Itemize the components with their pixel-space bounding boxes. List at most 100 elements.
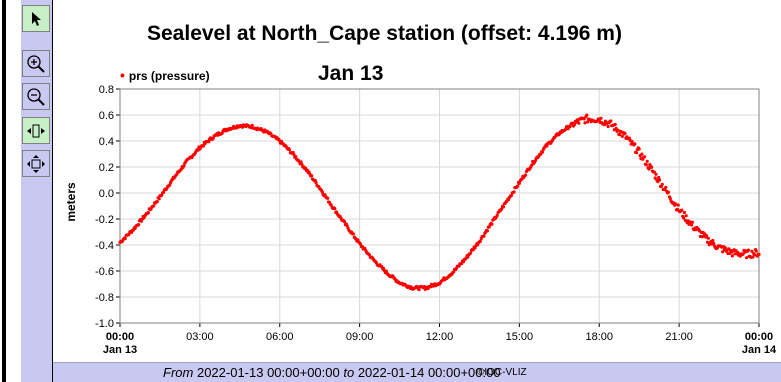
x-tick-label: 00:00 [106,331,134,343]
data-point [287,148,292,152]
data-point [644,163,648,167]
data-point [637,147,641,151]
data-point [680,208,684,212]
data-point [645,159,649,163]
data-point [294,155,298,159]
data-point [146,211,150,215]
data-point [516,184,520,188]
data-point [501,205,505,209]
data-point [751,255,755,259]
data-point [342,220,347,224]
data-point [750,249,754,253]
data-point [642,155,647,159]
data-point [689,223,694,227]
chart-toolbar [21,0,53,382]
data-point [292,152,296,157]
chart-title: Sealevel at North_Cape station (offset: … [147,22,622,45]
data-point [658,178,662,182]
data-point [563,127,568,132]
data-point [652,170,656,174]
x-tick-label: 18:00 [585,331,613,343]
data-point [545,144,549,148]
data-point [754,249,758,253]
to-value: 2022-01-14 00:00+00:00 [357,365,501,380]
data-point [585,113,589,117]
data-point [507,197,511,202]
data-point [627,136,632,140]
data-point [161,190,166,194]
to-word: to [343,365,355,380]
data-point [657,175,661,180]
data-point [620,134,624,138]
data-point [250,123,254,127]
data-point [746,248,751,252]
data-point [201,144,205,148]
data-point [182,164,186,168]
data-point [524,173,528,177]
y-tick-label: 0.0 [99,188,114,200]
data-point [345,224,349,228]
data-point [623,131,627,135]
x-tick-label: 03:00 [186,331,214,343]
y-tick-label: 0.6 [99,110,114,122]
chart-legend: •prs (pressure) [120,67,210,83]
data-point [572,123,577,127]
data-point [721,250,725,254]
data-point [586,120,590,124]
data-point [705,234,709,238]
plot-frame [119,88,760,324]
data-point [329,203,333,207]
data-point [351,232,355,236]
y-tick-label: -0.8 [95,292,114,304]
x-tick-label: 21:00 [665,331,693,343]
from-value: 2022-01-13 00:00+00:00 [196,365,340,380]
data-point [512,190,516,194]
frame-border [2,0,6,382]
pan-horizontal-button[interactable] [22,117,50,144]
pan-all-button[interactable] [22,150,50,177]
x-tick-label: 00:00 [745,331,773,343]
credit-text: ©IOC-VLIZ [477,367,527,378]
data-point [469,251,473,255]
time-range-text: From 2022-01-13 00:00+00:00 to 2022-01-1… [163,365,501,380]
data-point [310,174,314,178]
data-point [577,121,581,125]
data-point [509,194,513,198]
pointer-tool-button[interactable] [22,5,50,32]
window-left-frame [0,0,15,382]
data-point [609,119,613,123]
tick-labels: 0.80.60.40.20.0-0.2-0.4-0.6-0.8-1.000:00… [95,84,777,356]
data-point [599,116,603,120]
data-point [682,216,686,220]
data-point [683,218,687,222]
data-point [155,200,159,204]
data-point [606,124,610,129]
y-tick-label: -0.6 [95,266,114,278]
data-point [300,162,304,166]
data-point [452,270,456,274]
axes [116,88,760,327]
data-point [583,121,587,125]
time-range-footer: From 2022-01-13 00:00+00:00 to 2022-01-1… [53,362,781,382]
data-points [118,113,761,292]
data-point [127,232,131,236]
zoom-out-button[interactable] [22,83,50,110]
data-point [684,214,688,218]
x-tick-label: 06:00 [266,331,294,343]
zoom-in-button[interactable] [22,50,50,77]
chart-panel [53,0,781,382]
data-point [490,222,494,226]
data-point [485,229,489,233]
legend-label: prs (pressure) [128,69,210,83]
y-tick-label: 0.2 [99,162,114,174]
data-point [157,197,161,201]
data-point [540,150,545,154]
data-point [299,160,303,164]
data-point [633,142,637,146]
pan-all-icon [27,154,45,173]
data-point [730,254,735,258]
x-tick-label: 12:00 [426,331,454,343]
data-point [745,256,749,260]
data-point [175,172,179,176]
plot-area[interactable]: 0.80.60.40.20.0-0.2-0.4-0.6-0.8-1.000:00… [0,0,781,362]
